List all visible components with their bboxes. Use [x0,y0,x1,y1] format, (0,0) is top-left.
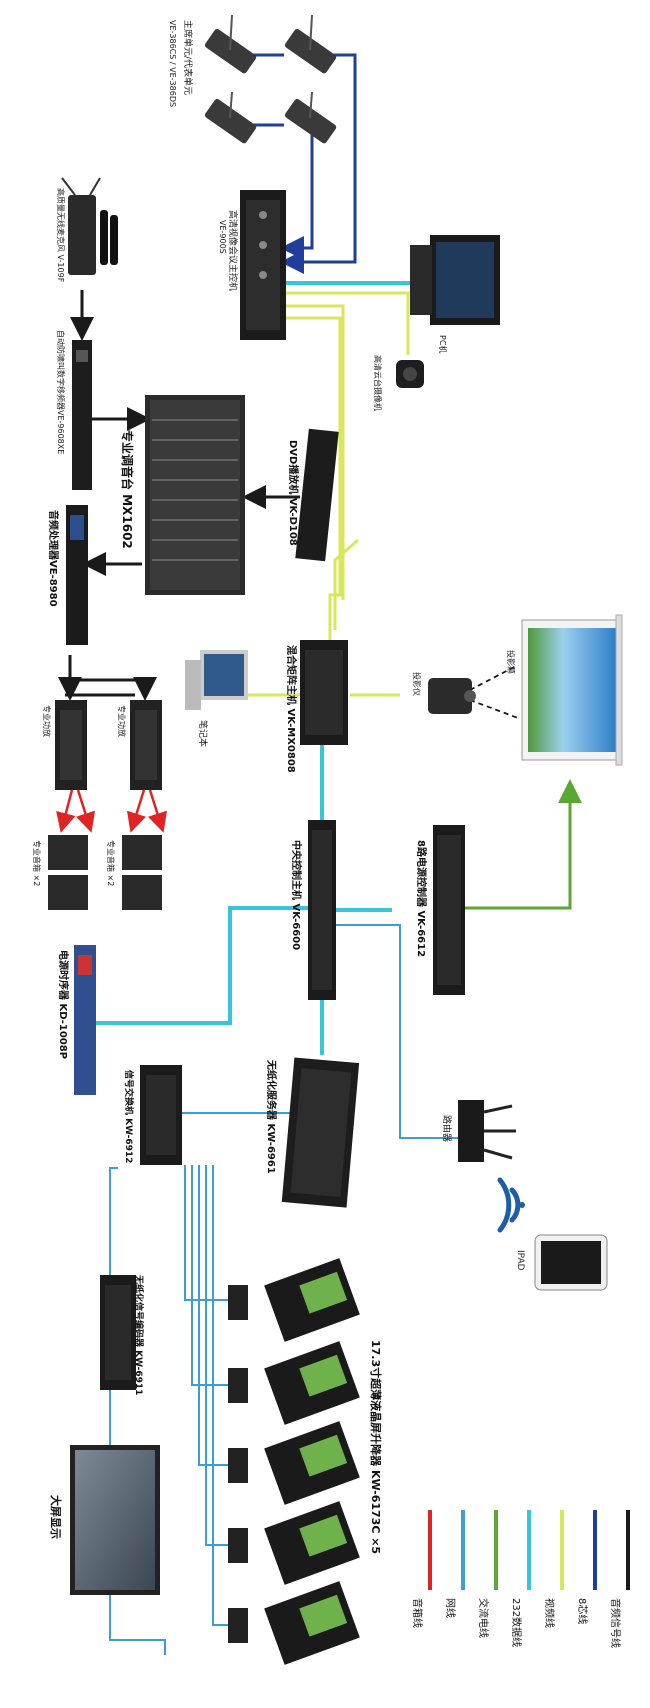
power-controller [433,825,465,995]
feedback-label: 自动防啸叫数字移频器VE-9608XE [56,330,66,454]
encoder-label: 无纸化信号编码器 KW-6911 [133,1274,145,1395]
legend-label-2: 视频线 [543,1598,556,1628]
conf-host-label: 高清视像会议主控机 [227,210,239,291]
video-lines [246,291,410,697]
wireless-mic-label: 高质量无线麦克风 V-109F [56,188,66,283]
server-label: 无纸化服务器 KW-6961 [265,1059,278,1174]
ipad-label: IPAD [515,1250,525,1271]
lift-screen-5 [228,1581,360,1665]
dvd-label: DVD播放机 VK-D108 [287,440,300,546]
mixer [145,395,245,595]
power-sequencer [74,945,96,1095]
lift-screen-3 [228,1421,360,1505]
paperless-server [281,1057,360,1208]
mic-unit-4 [284,91,337,144]
legend-label-6: 音箱线 [411,1598,424,1628]
speaker-lines [56,789,168,833]
core8-lines [252,53,357,274]
lift-screen-2 [228,1341,360,1425]
router [458,1100,516,1162]
mic-model-label: VE-386CS / VE-386DS [168,20,177,107]
amp1-label: 专业功放 [42,705,52,737]
amp2-label: 专业功放 [117,705,127,737]
lift-screen-1 [228,1258,360,1342]
feedback-suppressor [72,340,92,490]
mic-unit-1 [204,14,257,74]
legend-label-0: 音频信号线 [609,1598,622,1648]
mixer-label: 专业调音台 MX1602 [120,430,135,549]
mic-main-label: 主席单元/代表单元 [182,20,194,95]
screen-label: 投影幕 [506,650,516,674]
power-ctrl-label: 8路电源控制器 VK-6612 [415,840,428,957]
network-lines [109,924,460,1655]
wireless-mic [61,177,118,275]
pc-label: PC机 [438,335,448,353]
speaker1-label: 专业音箱 ×2 [32,840,42,886]
conference-host [240,190,286,340]
wifi-icon [497,1177,525,1233]
speakers-2 [122,835,162,910]
amplifier-1 [55,700,87,790]
amplifier-2 [130,700,162,790]
rs232-lines [94,281,425,1055]
projector-label: 投影仪 [412,672,422,696]
mic-unit-3 [204,91,257,144]
legend-label-3: 232数据线 [510,1598,523,1647]
notebook-label: 笔记本 [197,720,209,747]
projector-beam [469,664,519,719]
connection-lines [56,53,582,1655]
speaker2-label: 专业音箱 ×2 [106,840,116,886]
switch-label: 信号交换机 KW-6912 [123,1070,135,1163]
projector [428,678,476,714]
lift-title-label: 17.3寸超薄液晶屏升降器 KW-6173C ×5 [369,1340,383,1554]
matrix-host [300,640,348,745]
speakers-1 [48,835,88,910]
hd-camera [396,360,424,388]
ipad [534,1234,608,1291]
conf-host-model-label: VE-900S [218,220,227,254]
legend-label-1: 8芯线 [576,1598,589,1624]
central-control [308,820,336,1000]
lift-screen-4 [228,1501,360,1585]
projection-screen [521,614,623,766]
audio-processor-label: 音频处理器VE-8980 [47,510,60,607]
lift-screens [228,1258,360,1665]
big-screen-label: 大屏显示 [49,1495,63,1539]
matrix-label: 混合矩阵主机 VK-MX0808 [285,645,298,773]
legend: 音频信号线 8芯线 视频线 232数据线 交流电线 网线 音箱线 [411,1510,630,1648]
audio-lines [58,290,300,701]
dvd-player [295,428,339,562]
pc-computer [410,235,500,325]
notebook [185,650,248,710]
router-label: 路由器 [441,1115,453,1142]
sequencer-label: 电源时序器 KD-1008P [57,950,70,1059]
signal-switch [140,1065,182,1165]
big-screen [70,1445,160,1595]
central-ctrl-label: 中央控制主机 VK-6600 [290,840,303,950]
legend-label-4: 交流电线 [477,1598,490,1638]
legend-label-5: 网线 [444,1598,457,1618]
mic-unit-2 [284,14,337,74]
hd-camera-label: 高清云台摄像机 [373,355,383,411]
audio-processor [66,505,88,645]
signal-encoder [100,1275,136,1390]
ac-line [465,779,582,910]
